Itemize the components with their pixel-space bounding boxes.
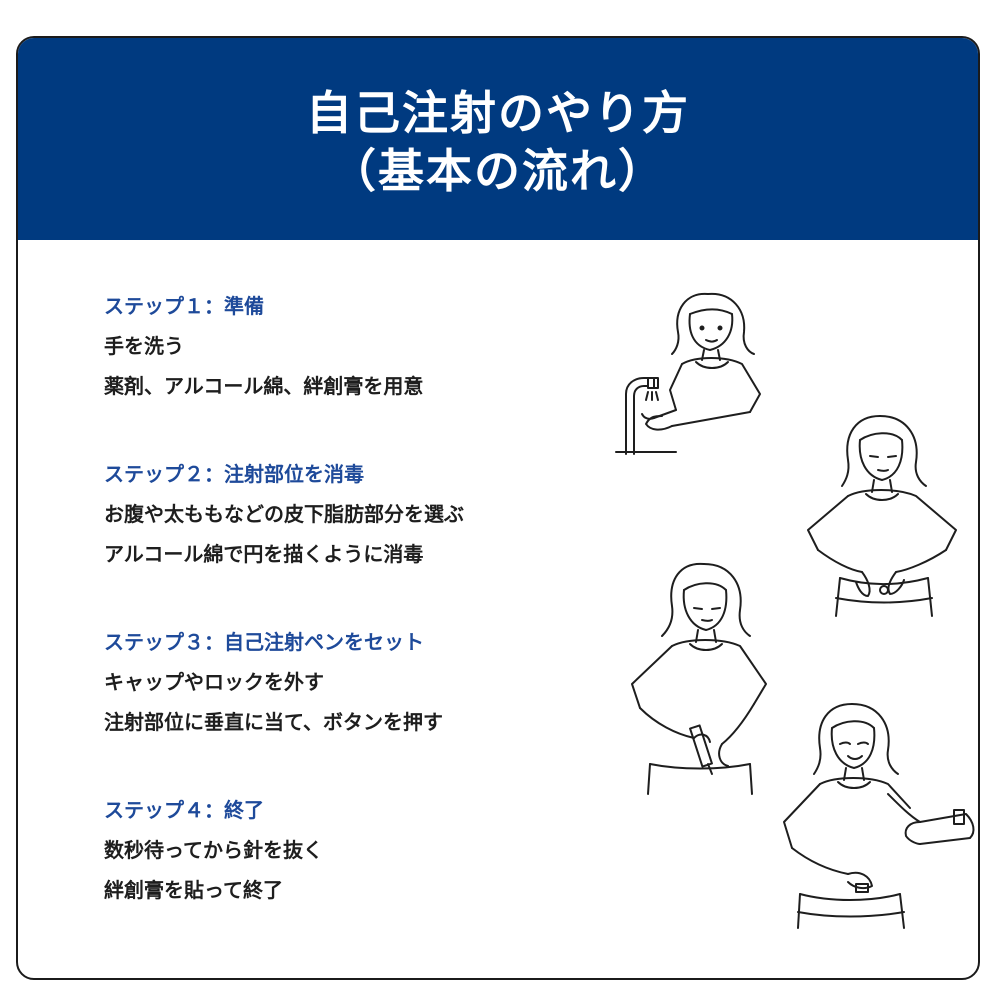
step-2-line-1: お腹や太ももなどの皮下脂肪部分を選ぶ — [104, 502, 464, 526]
step-3: ステップ３：自己注射ペンをセット キャップやロックを外す 注射部位に垂直に当て、… — [104, 622, 443, 742]
step-3-line-1: キャップやロックを外す — [104, 670, 324, 694]
page-subtitle: （基本の流れ） — [330, 144, 666, 198]
instruction-card: 自己注射のやり方 （基本の流れ） ステップ１：準備 手を洗う 薬剤、アルコール綿… — [16, 36, 980, 980]
page-title: 自己注射のやり方 — [306, 86, 690, 140]
person-injecting-pen-icon — [610, 558, 786, 795]
step-2: ステップ２：注射部位を消毒 お腹や太ももなどの皮下脂肪部分を選ぶ アルコール綿で… — [104, 454, 464, 574]
step-4-line-1: 数秒待ってから針を抜く — [104, 838, 323, 862]
step-4-heading: ステップ４：終了 — [104, 798, 264, 822]
step-3-line-2: 注射部位に垂直に当て、ボタンを押す — [104, 710, 443, 734]
step-1-line-1: 手を洗う — [104, 334, 184, 358]
step-1-line-2: 薬剤、アルコール綿、絆創膏を用意 — [104, 374, 424, 398]
person-washing-hands-icon — [615, 284, 792, 455]
step-3-heading: ステップ３：自己注射ペンをセット — [104, 630, 424, 654]
step-4: ステップ４：終了 数秒待ってから針を抜く 絆創膏を貼って終了 — [104, 790, 323, 910]
header-banner: 自己注射のやり方 （基本の流れ） — [18, 38, 978, 240]
step-4-line-2: 絆創膏を貼って終了 — [104, 878, 283, 902]
step-2-line-2: アルコール綿で円を描くように消毒 — [104, 542, 424, 566]
step-2-heading: ステップ２：注射部位を消毒 — [104, 462, 364, 486]
person-disinfecting-belly-icon — [788, 410, 978, 617]
step-1: ステップ１：準備 手を洗う 薬剤、アルコール綿、絆創膏を用意 — [104, 286, 423, 406]
person-applying-bandage-icon — [770, 698, 978, 929]
step-1-heading: ステップ１：準備 — [104, 294, 264, 318]
